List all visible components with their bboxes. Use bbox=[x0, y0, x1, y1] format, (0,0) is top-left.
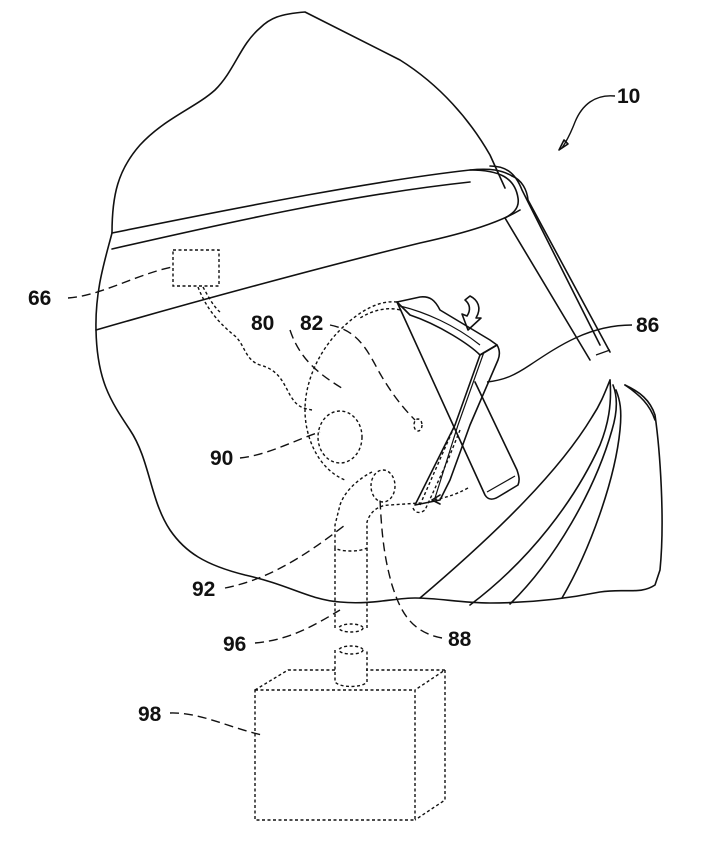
mirror-housing-top bbox=[396, 296, 498, 356]
mirror-base-hidden-outline-2 bbox=[359, 308, 401, 319]
beltline bbox=[95, 209, 521, 331]
a-pillar-edge-inner bbox=[469, 169, 591, 361]
tube-96-upper-hidden bbox=[334, 548, 368, 628]
upper-shell-outline bbox=[111, 11, 506, 234]
leader-92 bbox=[224, 524, 346, 589]
roof-rail-end bbox=[489, 165, 601, 346]
ref-label-92: 92 bbox=[192, 578, 215, 601]
mirror-housing-front-edge bbox=[434, 351, 485, 499]
wire-66-hidden bbox=[197, 286, 313, 411]
roof-rail-upper bbox=[111, 168, 513, 234]
nozzle-88-hidden bbox=[370, 469, 396, 503]
roof-rail-lower bbox=[111, 181, 471, 250]
ref-label-66: 66 bbox=[28, 287, 51, 310]
ref-label-10: 10 bbox=[617, 85, 640, 108]
ref-label-86: 86 bbox=[636, 314, 659, 337]
reservoir-98-hidden bbox=[254, 669, 448, 821]
leader-10 bbox=[561, 95, 616, 149]
leader-66 bbox=[67, 266, 173, 299]
leader-86 bbox=[486, 324, 633, 383]
mirror-housing-top-inner bbox=[399, 305, 481, 346]
leader-82 bbox=[329, 324, 416, 421]
mirror-housing-front bbox=[414, 344, 501, 506]
wire-66-hidden-2 bbox=[202, 286, 221, 313]
mirror-arm bbox=[396, 301, 520, 500]
leader-88 bbox=[379, 499, 443, 639]
channel-hidden-2 bbox=[412, 429, 461, 514]
fender-line-1 bbox=[419, 379, 611, 599]
ref-label-82: 82 bbox=[300, 312, 323, 335]
leader-80 bbox=[289, 329, 346, 391]
lower-panel-outline bbox=[95, 232, 663, 604]
elbow-92-hidden bbox=[334, 471, 421, 552]
ref-label-88: 88 bbox=[448, 628, 472, 651]
ref-label-96: 96 bbox=[223, 633, 246, 656]
controller-66-hidden bbox=[172, 249, 220, 287]
ref-label-80: 80 bbox=[251, 312, 274, 335]
leader-98 bbox=[169, 712, 263, 736]
fender-line-2 bbox=[469, 379, 612, 606]
mirror-base-hidden-outline bbox=[304, 301, 398, 481]
fender-outer-edge bbox=[624, 384, 656, 421]
arrowhead-10-icon bbox=[558, 139, 569, 151]
tube-96-end-lower bbox=[338, 645, 364, 655]
hole-82-hidden bbox=[413, 418, 423, 432]
flow-arrow-hidden bbox=[431, 487, 469, 501]
ref-label-90: 90 bbox=[210, 447, 233, 470]
reservoir-98-top-clear bbox=[336, 667, 366, 673]
leader-90 bbox=[239, 431, 321, 459]
mirror-arm-inner bbox=[486, 475, 516, 493]
flow-arrowhead bbox=[431, 494, 441, 505]
press-arrow-icon bbox=[461, 295, 482, 331]
fender-line-3 bbox=[509, 384, 618, 605]
a-pillar-edge-outer bbox=[511, 175, 611, 353]
pillar-step bbox=[595, 349, 611, 356]
ref-label-98: 98 bbox=[138, 703, 162, 726]
fender-line-4 bbox=[561, 389, 622, 599]
leader-96 bbox=[254, 609, 341, 644]
tube-96-end-upper bbox=[338, 623, 364, 633]
port-90-hidden bbox=[317, 410, 363, 464]
channel-hidden-1 bbox=[419, 424, 456, 506]
